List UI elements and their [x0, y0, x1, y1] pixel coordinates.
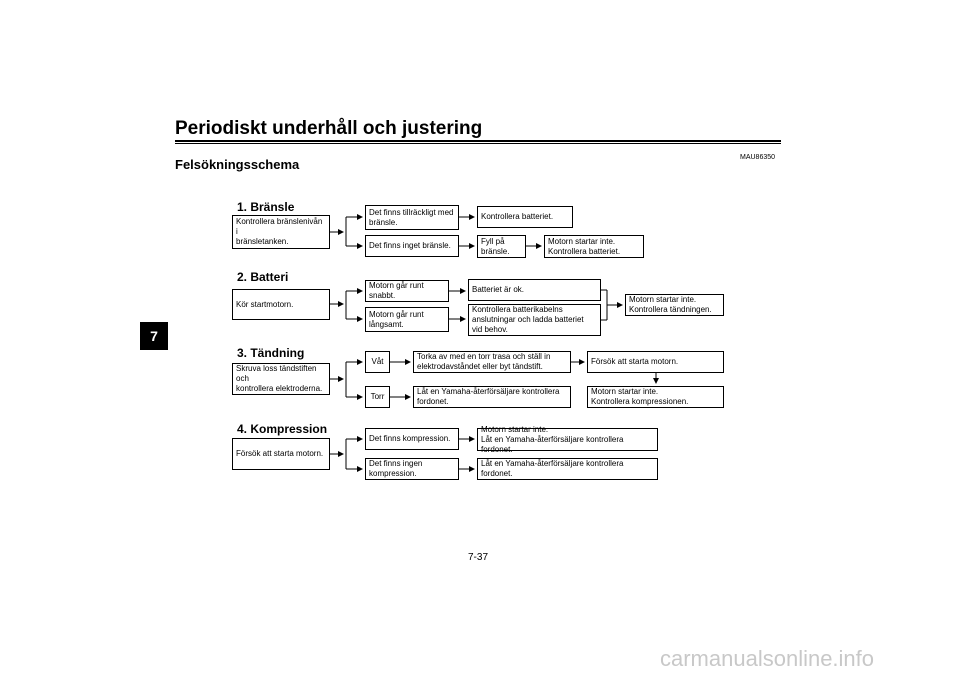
fuel-option-none-box: Det finns inget bränsle.: [365, 235, 459, 257]
ignition-result-clean-box: Torka av med en torr trasa och ställ in …: [413, 351, 571, 373]
ignition-result-try-start-box: Försök att starta motorn.: [587, 351, 724, 373]
ignition-option-dry-box: Torr: [365, 386, 390, 408]
section-heading-battery: 2. Batteri: [237, 270, 289, 284]
compression-option-yes-box: Det finns kompression.: [365, 428, 459, 450]
battery-final-check-ignition-box: Motorn startar inte. Kontrollera tändnin…: [625, 294, 724, 316]
title-rule-thin: [175, 143, 781, 144]
section-code: MAU86350: [740, 154, 776, 161]
battery-option-slow-box: Motorn går runt långsamt.: [365, 307, 449, 332]
page-title: Periodiskt underhåll och justering: [175, 118, 483, 139]
ignition-start-box: Skruva loss tändstiften och kontrollera …: [232, 363, 330, 395]
ignition-result-dealer-box: Låt en Yamaha-återförsäljare kontrollera…: [413, 386, 571, 408]
compression-result-no-start-box: Motorn startar inte. Låt en Yamaha-återf…: [477, 425, 658, 454]
watermark: carmanualsonline.info: [660, 646, 875, 671]
page-number: 7-37: [468, 552, 489, 563]
section-heading-ignition: 3. Tändning: [237, 346, 305, 360]
battery-option-fast-box: Motorn går runt snabbt.: [365, 280, 449, 302]
chapter-tab: 7: [140, 322, 168, 350]
page-subtitle: Felsökningsschema: [175, 157, 300, 172]
fuel-result-refill-box: Fyll på bränsle.: [477, 235, 526, 258]
ignition-result-check-compression-box: Motorn startar inte. Kontrollera kompres…: [587, 386, 724, 408]
compression-result-dealer-box: Låt en Yamaha-återförsäljare kontrollera…: [477, 458, 658, 480]
fuel-result-check-battery-box: Kontrollera batteriet.: [477, 206, 573, 228]
fuel-start-box: Kontrollera bränslenivån i bränsletanken…: [232, 215, 330, 249]
title-rule: [175, 140, 781, 142]
fuel-result-no-start-box: Motorn startar inte. Kontrollera batteri…: [544, 235, 644, 258]
section-heading-fuel: 1. Bränsle: [237, 200, 295, 214]
ignition-option-wet-box: Våt: [365, 351, 390, 373]
battery-result-check-cables-box: Kontrollera batterikabelns anslutningar …: [468, 304, 601, 336]
battery-result-ok-box: Batteriet är ok.: [468, 279, 601, 301]
compression-option-no-box: Det finns ingen kompression.: [365, 458, 459, 480]
section-heading-compression: 4. Kompression: [237, 422, 328, 436]
battery-start-box: Kör startmotorn.: [232, 289, 330, 320]
compression-start-box: Försök att starta motorn.: [232, 438, 330, 470]
fuel-option-enough-box: Det finns tillräckligt med bränsle.: [365, 205, 459, 230]
